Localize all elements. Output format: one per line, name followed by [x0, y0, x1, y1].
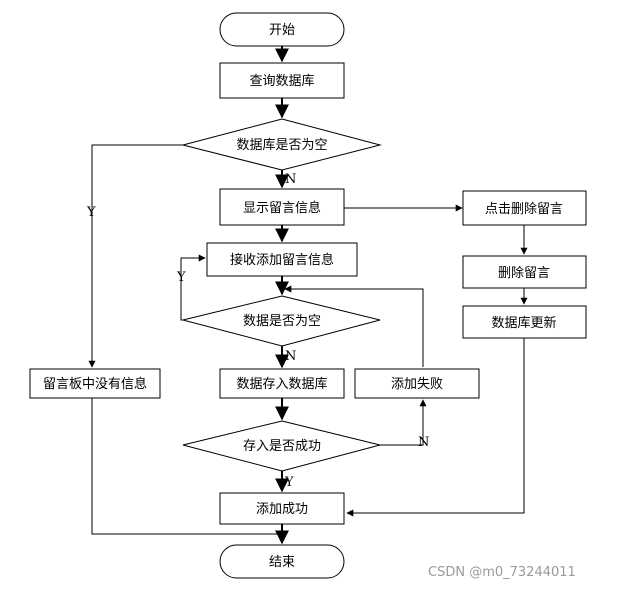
label-save-no: N: [418, 435, 429, 450]
label-db-empty-no: N: [285, 172, 296, 187]
node-click-delete: 点击删除留言: [462, 190, 587, 226]
node-end: 结束: [219, 544, 345, 579]
edge-noinfo-to-end: [91, 398, 282, 535]
node-query-db-label: 查询数据库: [249, 73, 314, 89]
label-data-empty-yes: Y: [176, 270, 186, 285]
edge-update-to-success: [346, 338, 525, 517]
node-save-success-label: 存入是否成功: [243, 439, 321, 454]
node-show-messages-label: 显示留言信息: [243, 200, 321, 216]
edge-check-loop-back: [180, 254, 206, 321]
edge-question-to-fail: [380, 399, 427, 446]
edges: [88, 46, 528, 545]
node-no-info: 留言板中没有信息: [29, 368, 161, 399]
edge-fail-to-check: [284, 285, 424, 367]
node-query-db: 查询数据库: [219, 62, 345, 99]
node-end-label: 结束: [269, 555, 295, 570]
node-data-empty-label: 数据是否为空: [243, 314, 321, 329]
edge-labels: N Y Y N N Y: [86, 172, 429, 490]
label-data-empty-no: N: [285, 349, 296, 364]
node-add-success: 添加成功: [219, 492, 345, 525]
node-show-messages: 显示留言信息: [219, 188, 345, 226]
node-add-success-label: 添加成功: [256, 502, 308, 517]
node-click-delete-label: 点击删除留言: [485, 202, 563, 217]
node-data-empty-decision: 数据是否为空: [182, 295, 381, 347]
node-add-fail: 添加失败: [354, 368, 480, 399]
node-save-db: 数据存入数据库: [219, 368, 345, 399]
node-save-success-decision: 存入是否成功: [182, 420, 381, 472]
label-save-yes: Y: [284, 475, 294, 490]
node-receive-add-label: 接收添加留言信息: [230, 252, 334, 268]
label-db-empty-yes: Y: [86, 205, 96, 220]
node-db-update-label: 数据库更新: [491, 315, 556, 331]
node-start: 开始: [219, 12, 345, 47]
watermark: CSDN @m0_73244011: [428, 565, 576, 580]
node-receive-add: 接收添加留言信息: [206, 242, 358, 277]
node-no-info-label: 留言板中没有信息: [43, 376, 147, 392]
node-db-update: 数据库更新: [462, 305, 587, 339]
node-add-fail-label: 添加失败: [391, 377, 443, 392]
node-delete-message-label: 删除留言: [498, 266, 550, 281]
node-db-empty-label: 数据库是否为空: [236, 137, 327, 153]
edge-decision-to-noinfo: [88, 144, 183, 368]
node-delete-message: 删除留言: [462, 255, 587, 289]
node-save-db-label: 数据存入数据库: [236, 376, 327, 392]
node-start-label: 开始: [269, 23, 295, 38]
node-db-empty-decision: 数据库是否为空: [182, 118, 382, 171]
